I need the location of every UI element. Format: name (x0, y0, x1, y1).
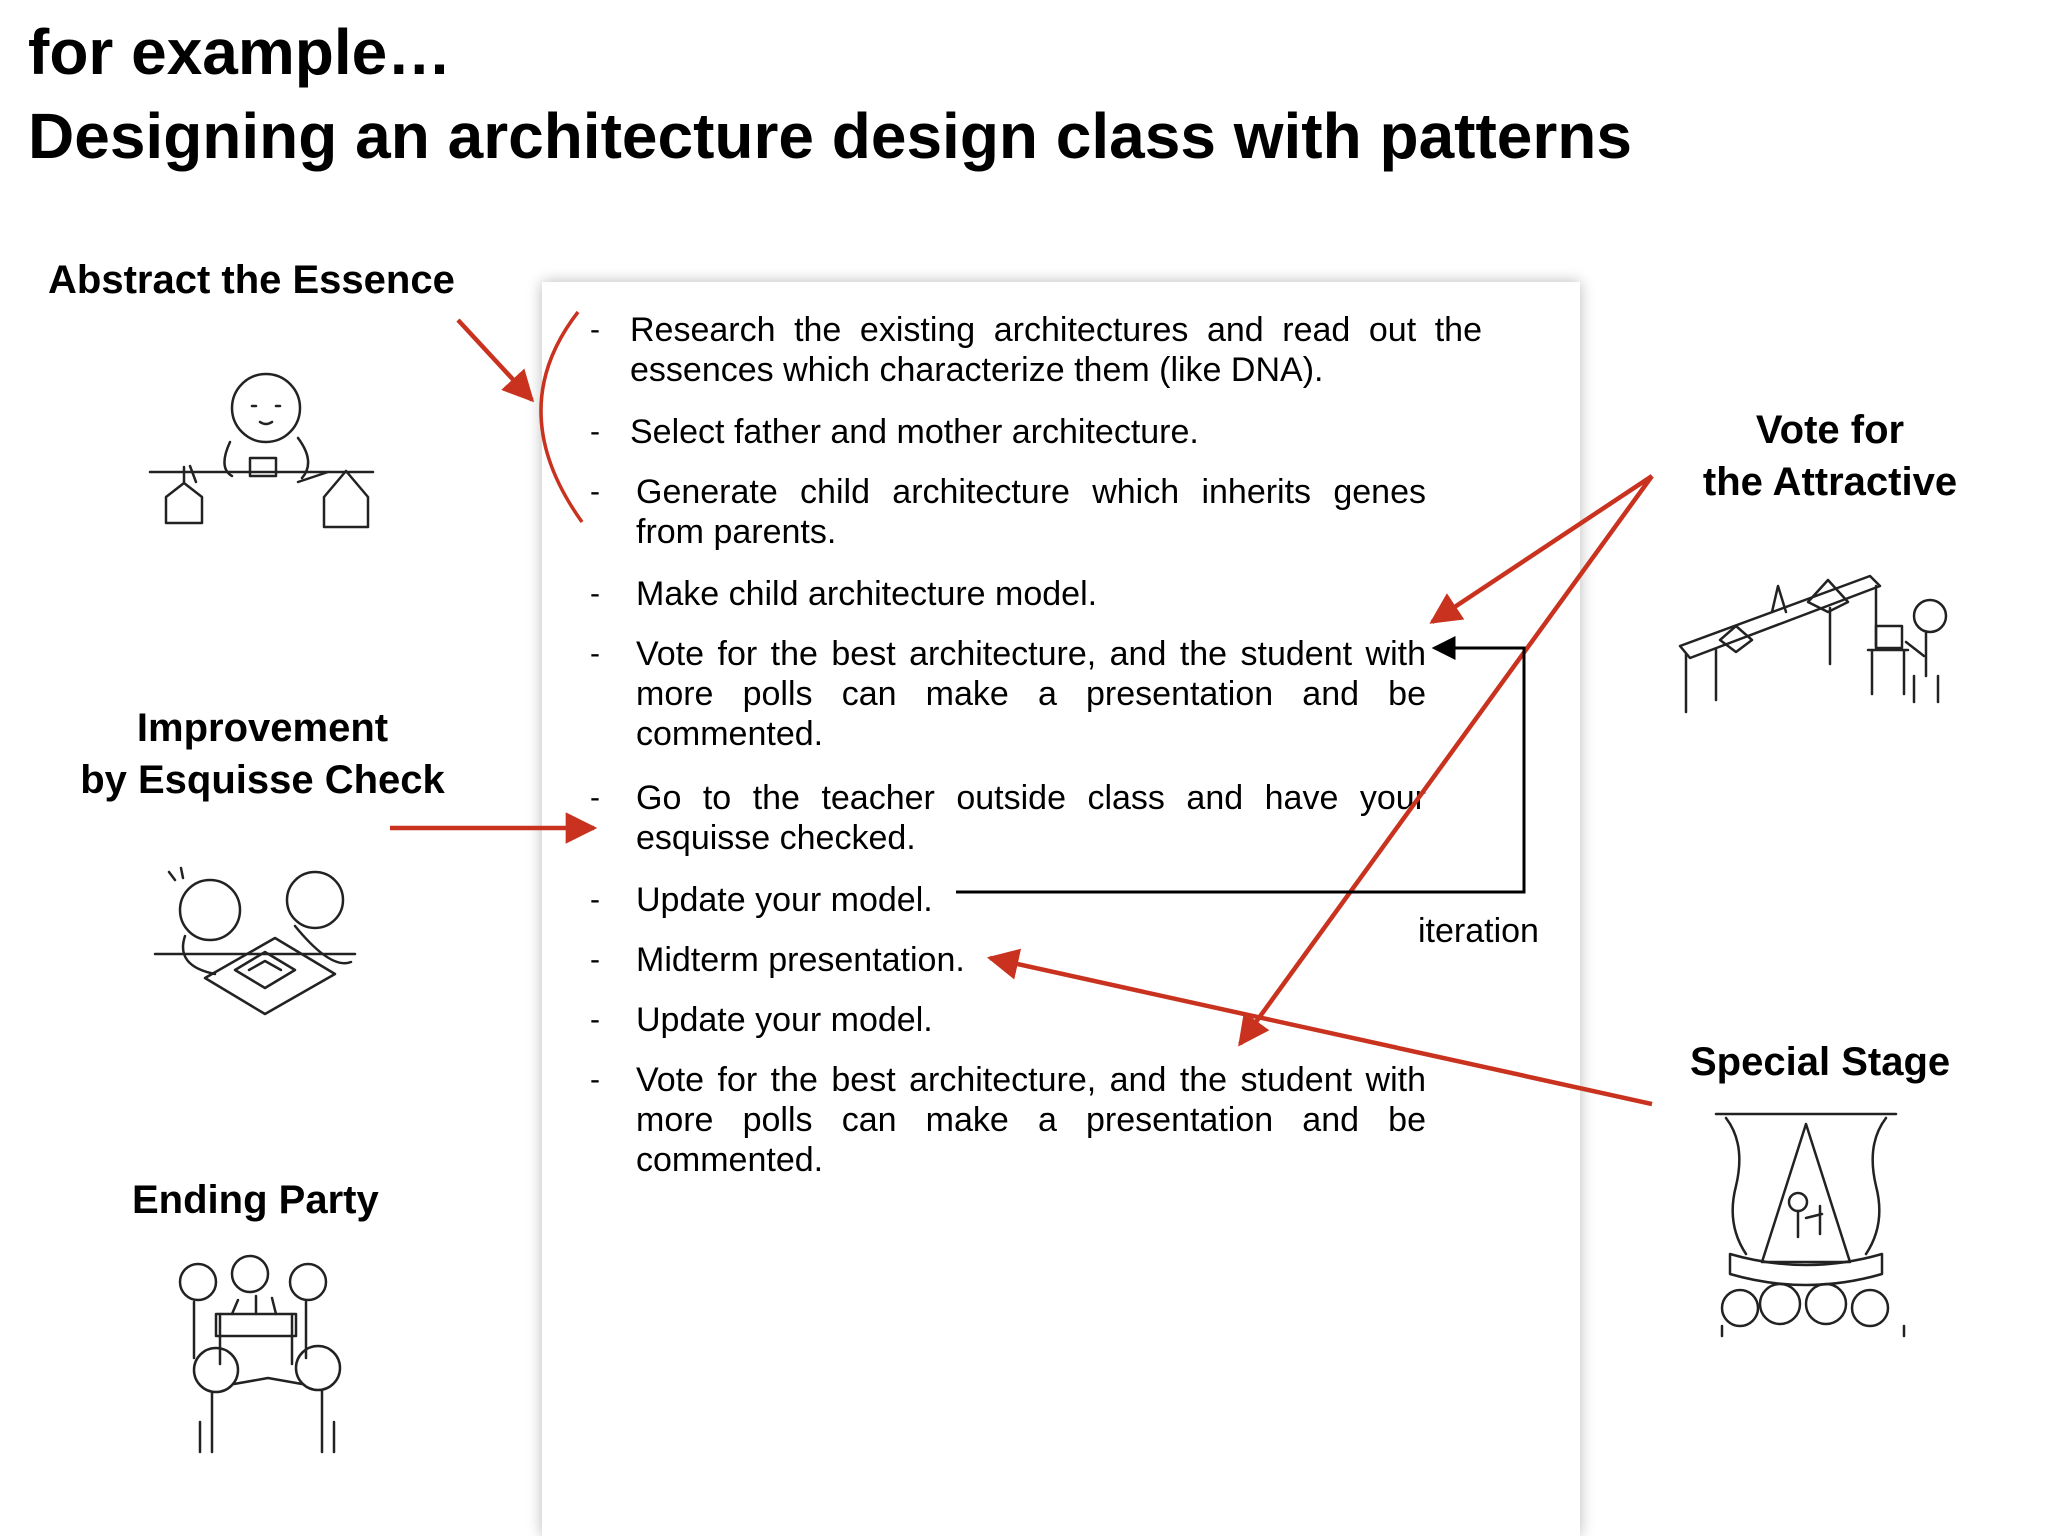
class-plan-document (542, 282, 1580, 1536)
arrow-special-stage (986, 948, 1653, 1107)
person-sketching-models-icon (148, 372, 375, 529)
theater-stage-audience-icon (1714, 1112, 1906, 1338)
step-text: Update your model. (636, 881, 933, 919)
title-line-1: for example… (28, 16, 452, 88)
step-text: Make child architecture model. (636, 575, 1098, 613)
arrow-vote-1 (1429, 474, 1654, 624)
arrow-vote-2 (1238, 474, 1654, 1047)
people-at-table-party-icon (178, 1254, 342, 1454)
title-line-2: Designing an architecture design class w… (28, 100, 1632, 172)
grouping-bracket (539, 310, 584, 524)
two-people-reviewing-drawings-icon (153, 866, 357, 1016)
models-on-table-voting-icon (1678, 574, 1948, 714)
pattern-label-special-stage: Special Stage (1690, 1040, 1951, 1084)
step-text: Go to the teacher outside class and have… (636, 779, 1426, 857)
step-text: Vote for the best architecture, and the … (636, 1061, 1426, 1179)
iteration-label: iteration (1418, 912, 1539, 950)
arrow-abstract-essence (456, 318, 535, 403)
pattern-label-abstract-essence: Abstract the Essence (48, 258, 455, 302)
step-text: Vote for the best architecture, and the … (636, 635, 1426, 753)
pattern-label-ending-party: Ending Party (132, 1178, 379, 1222)
pattern-label-vote: Vote for the Attractive (1702, 408, 1958, 504)
step-text: Research the existing architectures and … (630, 311, 1482, 389)
step-text: Generate child architecture which inheri… (636, 473, 1426, 551)
step-text: Update your model. (636, 1001, 933, 1039)
iteration-loop-arrow (956, 636, 1526, 894)
pattern-label-improvement: Improvement by Esquisse Check (80, 706, 445, 802)
step-text: Select father and mother architecture. (630, 413, 1199, 451)
step-text: Midterm presentation. (636, 941, 965, 979)
